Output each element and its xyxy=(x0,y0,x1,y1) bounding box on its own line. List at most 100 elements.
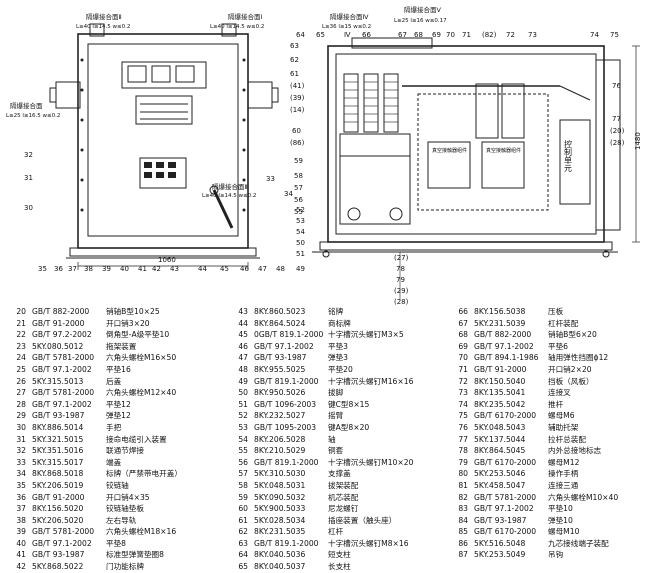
part-label: 43 xyxy=(170,265,179,273)
part-name: 销轴B型6×20 xyxy=(548,330,597,340)
part-standard: GB/T 97.1-2002 xyxy=(32,538,92,548)
part-name: 十字槽沉头螺钉M10×20 xyxy=(328,457,414,467)
part-name: 平垫16 xyxy=(106,364,131,374)
part-number: 32 xyxy=(16,446,26,456)
part-label: (39) xyxy=(290,94,305,102)
part-name: 标牌（严禁带电开盖） xyxy=(106,469,182,479)
part-number: 49 xyxy=(238,376,248,386)
cable-entry-left xyxy=(55,81,81,109)
part-standard: GB/T 5781-2000 xyxy=(32,353,95,363)
part-number: 77 xyxy=(458,434,468,444)
part-standard: GB/T 93-1987 xyxy=(32,411,85,421)
part-standard: GB/T 93-1987 xyxy=(474,515,527,525)
part-name: 接命电缆引入装置 xyxy=(106,434,167,444)
part-number: 39 xyxy=(16,527,26,537)
part-standard: 5KY.090.5032 xyxy=(254,492,306,502)
part-label: 61 xyxy=(290,70,299,78)
part-number: 47 xyxy=(238,353,248,363)
part-standard: 8KY.040.5036 xyxy=(254,550,306,560)
part-standard: 8KY.150.5040 xyxy=(474,376,526,386)
part-standard: 5KY.458.5047 xyxy=(474,480,526,490)
part-number: 52 xyxy=(238,411,248,421)
part-number: 44 xyxy=(238,318,248,328)
part-name: 六角头螺栓M10×40 xyxy=(548,492,619,502)
part-standard: GB/T 819.1-2000 xyxy=(254,538,319,548)
part-standard: 8KY.860.5023 xyxy=(254,307,306,316)
part-number: 87 xyxy=(458,550,468,560)
part-name: 尼龙螺钉 xyxy=(328,504,359,514)
part-number: 81 xyxy=(458,480,468,490)
part-label: 55 xyxy=(294,208,303,216)
contactor-module-1 xyxy=(427,141,471,189)
part-name: 铜套 xyxy=(328,446,344,456)
part-name: 平垫10 xyxy=(548,504,573,514)
part-number: 21 xyxy=(16,318,26,328)
part-standard: GB/T 894.1-1986 xyxy=(474,353,539,363)
part-name: 弹垫10 xyxy=(548,515,573,525)
contactor-label-1: 真空接触器组件 xyxy=(432,147,467,154)
part-number: 68 xyxy=(458,330,468,340)
callout-group-right: 隔爆接合面Ⅳ L≥36 l≥15 w≤0.2 隔爆接合面Ⅴ L≥25 l≥16 … xyxy=(322,5,447,30)
cable-entry-right xyxy=(247,81,273,109)
part-name: 杠杆 xyxy=(328,527,344,537)
part-label: (27) xyxy=(394,254,409,262)
part-name: 商标牌 xyxy=(328,318,351,328)
part-standard: 8KY.868.5018 xyxy=(32,469,84,479)
part-standard: GB/T 97.1-2002 xyxy=(32,399,92,409)
part-standard: GB/T 1095-2003 xyxy=(254,422,317,432)
part-name: 连接三通 xyxy=(548,480,579,490)
front-view-labels: 32 31 30 35 36 37 38 39 40 41 42 43 44 4… xyxy=(24,151,305,273)
part-standard: GB/T 6170-2000 xyxy=(474,411,537,421)
part-standard: 8KY.156.5038 xyxy=(474,307,526,316)
part-number: 50 xyxy=(238,388,248,398)
part-name: 六角头螺栓M16×50 xyxy=(106,353,177,363)
part-standard: 8KY.040.5037 xyxy=(254,562,306,572)
part-standard: 8KY.864.5024 xyxy=(254,318,306,328)
part-label: (20) xyxy=(610,127,625,135)
part-label: 60 xyxy=(292,127,301,135)
top-pipe-right xyxy=(221,23,237,37)
part-name: 左右导轨 xyxy=(106,515,137,525)
part-name: 平垫3 xyxy=(328,341,349,351)
part-standard: 5KY.315.5013 xyxy=(32,376,84,386)
part-label: 58 xyxy=(294,172,303,180)
part-number: 51 xyxy=(238,399,248,409)
part-standard: 5KY.080.5012 xyxy=(32,341,84,351)
part-label: 76 xyxy=(612,82,621,90)
callout-left-3: 隔爆接合面 xyxy=(10,101,43,110)
part-label: 79 xyxy=(396,276,405,284)
callout-right-1: 隔爆接合面Ⅳ xyxy=(330,12,369,21)
part-standard: GB/T 6170-2000 xyxy=(474,457,537,467)
top-flange xyxy=(351,37,433,49)
part-standard: GB/T 91-2000 xyxy=(32,318,85,328)
part-name: 机芯装配 xyxy=(328,492,359,502)
part-standard: 5KY.315.5017 xyxy=(32,457,84,467)
side-view-text: 控制单元 真空接触器组件 真空接触器组件 xyxy=(432,139,573,173)
part-name: 键C型8×15 xyxy=(328,399,370,409)
part-number: 71 xyxy=(458,364,468,374)
part-label: 71 xyxy=(462,31,471,39)
part-number: 75 xyxy=(458,411,468,421)
part-label: 41 xyxy=(138,265,147,273)
part-label: 36 xyxy=(54,265,63,273)
